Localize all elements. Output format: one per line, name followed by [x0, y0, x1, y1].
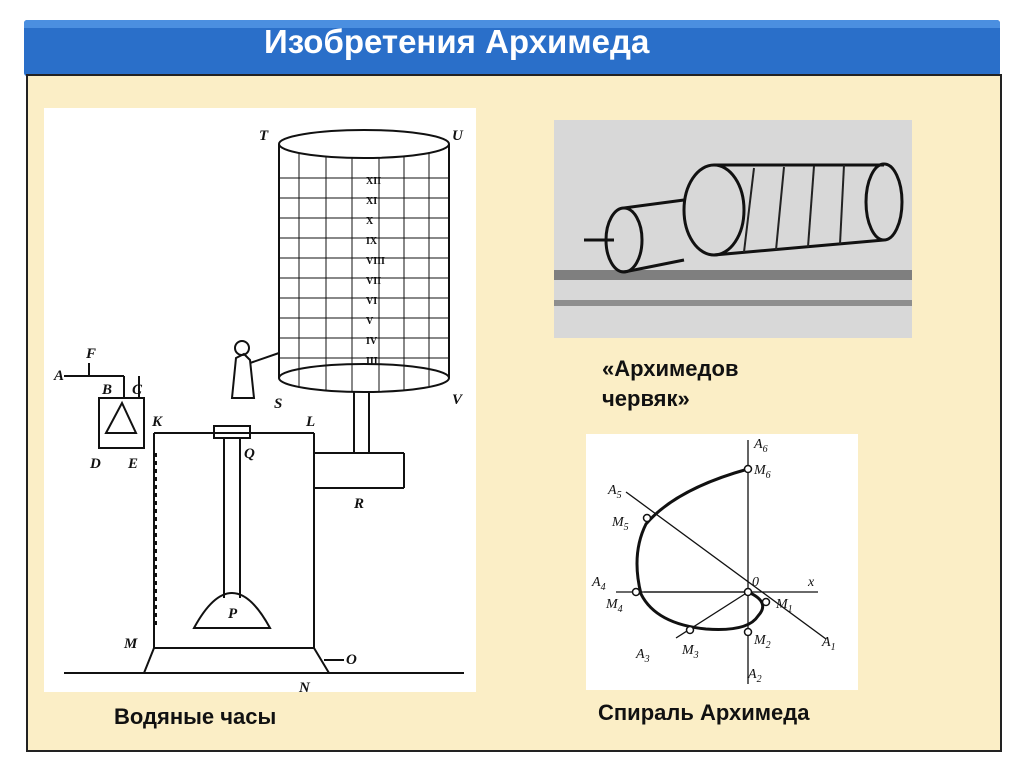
- svg-text:M1: M1: [775, 597, 793, 615]
- title-bar: Изобретения Архимеда: [24, 20, 1000, 76]
- svg-text:M: M: [123, 636, 138, 652]
- svg-text:X: X: [366, 216, 374, 227]
- svg-text:A: A: [53, 368, 64, 384]
- svg-text:V: V: [366, 316, 374, 327]
- svg-text:M2: M2: [753, 633, 771, 651]
- svg-text:A6: A6: [753, 437, 768, 455]
- svg-text:XII: XII: [366, 176, 381, 187]
- svg-text:B: B: [101, 382, 112, 398]
- svg-text:A1: A1: [821, 635, 836, 653]
- svg-text:O: O: [346, 652, 357, 668]
- svg-text:M3: M3: [681, 643, 699, 661]
- spiral-figure: A6 M6 A5 M5 A4 M4 0 x M1 A1 M2 A2 M3 A3: [586, 434, 858, 690]
- svg-text:P: P: [228, 606, 238, 622]
- spiral-caption: Спираль Архимеда: [598, 700, 810, 725]
- svg-text:V: V: [452, 392, 464, 408]
- svg-text:N: N: [298, 680, 311, 692]
- svg-text:x: x: [807, 575, 815, 590]
- screw-caption: «Архимедов червяк»: [602, 356, 739, 411]
- svg-text:E: E: [127, 456, 138, 472]
- screw-drawing: [554, 120, 912, 338]
- svg-text:R: R: [353, 496, 364, 512]
- svg-text:A2: A2: [747, 667, 762, 685]
- svg-text:Q: Q: [244, 446, 255, 462]
- svg-text:IV: IV: [366, 336, 378, 347]
- svg-text:0: 0: [752, 575, 759, 590]
- svg-text:A4: A4: [591, 575, 606, 593]
- svg-text:XI: XI: [366, 196, 377, 207]
- screw-figure: [554, 120, 912, 338]
- svg-text:III: III: [366, 356, 378, 367]
- svg-text:VIII: VIII: [366, 256, 385, 267]
- svg-text:C: C: [132, 382, 143, 398]
- svg-text:VII: VII: [366, 276, 381, 287]
- svg-text:M5: M5: [611, 515, 629, 533]
- svg-text:IX: IX: [366, 236, 378, 247]
- svg-text:A3: A3: [635, 647, 650, 665]
- svg-text:K: K: [151, 414, 163, 430]
- svg-text:VI: VI: [366, 296, 377, 307]
- svg-text:S: S: [274, 396, 282, 412]
- svg-text:L: L: [305, 414, 315, 430]
- svg-text:M6: M6: [753, 463, 771, 481]
- title-bar-highlight: [24, 20, 1000, 28]
- slide-title: Изобретения Архимеда: [264, 23, 650, 60]
- water-clock-caption: Водяные часы: [114, 704, 277, 729]
- svg-text:T: T: [259, 128, 269, 144]
- svg-text:F: F: [85, 346, 96, 362]
- svg-text:M4: M4: [605, 597, 623, 615]
- spiral-drawing: A6 M6 A5 M5 A4 M4 0 x M1 A1 M2 A2 M3 A3: [591, 437, 836, 685]
- svg-text:U: U: [452, 128, 464, 144]
- svg-text:D: D: [89, 456, 101, 472]
- svg-text:A5: A5: [607, 483, 622, 501]
